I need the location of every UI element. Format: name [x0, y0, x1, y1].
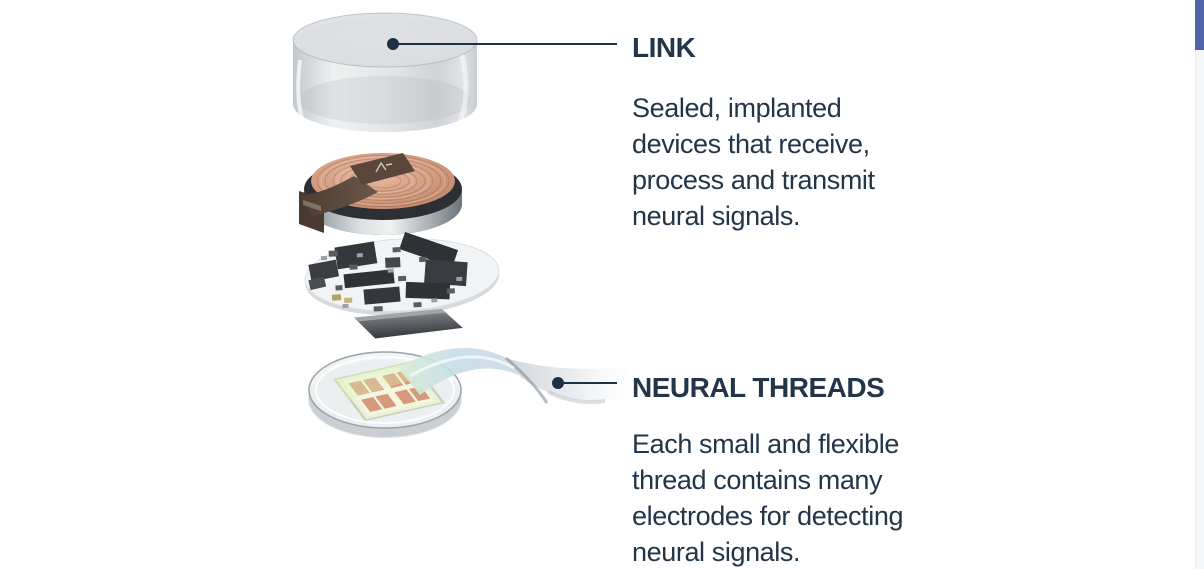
pcb-connector-tab — [354, 308, 463, 339]
link-description-line: devices that receive, — [632, 129, 870, 159]
neural-threads-description-line: thread contains many — [632, 465, 883, 495]
link-description-line: Sealed, implanted — [632, 93, 842, 123]
neural-threads-description-line: neural signals. — [632, 537, 801, 567]
link-description-line: process and transmit — [632, 165, 875, 195]
link-description: Sealed, implanted devices that receive, … — [632, 90, 875, 234]
neuralink-logo-icon — [375, 161, 393, 173]
neural-thread-ribbon — [398, 348, 632, 404]
neural-threads-callout-dot — [552, 377, 564, 389]
pcb-chips — [308, 231, 468, 312]
battery-strap — [299, 153, 415, 233]
link-description-line: neural signals. — [632, 201, 801, 231]
circuit-board-part — [304, 231, 500, 339]
casing-part — [292, 12, 478, 132]
neural-threads-description: Each small and flexible thread contains … — [632, 426, 903, 569]
scrollbar-track[interactable] — [1195, 0, 1204, 569]
neural-threads-heading: NEURAL THREADS — [632, 372, 885, 403]
charging-coil-part — [299, 153, 462, 235]
link-callout-dot — [387, 38, 399, 50]
scrollbar-thumb[interactable] — [1195, 0, 1204, 50]
electrode-array-part — [308, 348, 632, 438]
neural-threads-callout — [552, 377, 617, 389]
neural-threads-description-line: electrodes for detecting — [632, 501, 904, 531]
link-heading: LINK — [632, 32, 696, 63]
neural-threads-description-line: Each small and flexible — [632, 429, 899, 459]
link-callout — [387, 38, 617, 50]
device-exploded-diagram — [292, 12, 632, 438]
